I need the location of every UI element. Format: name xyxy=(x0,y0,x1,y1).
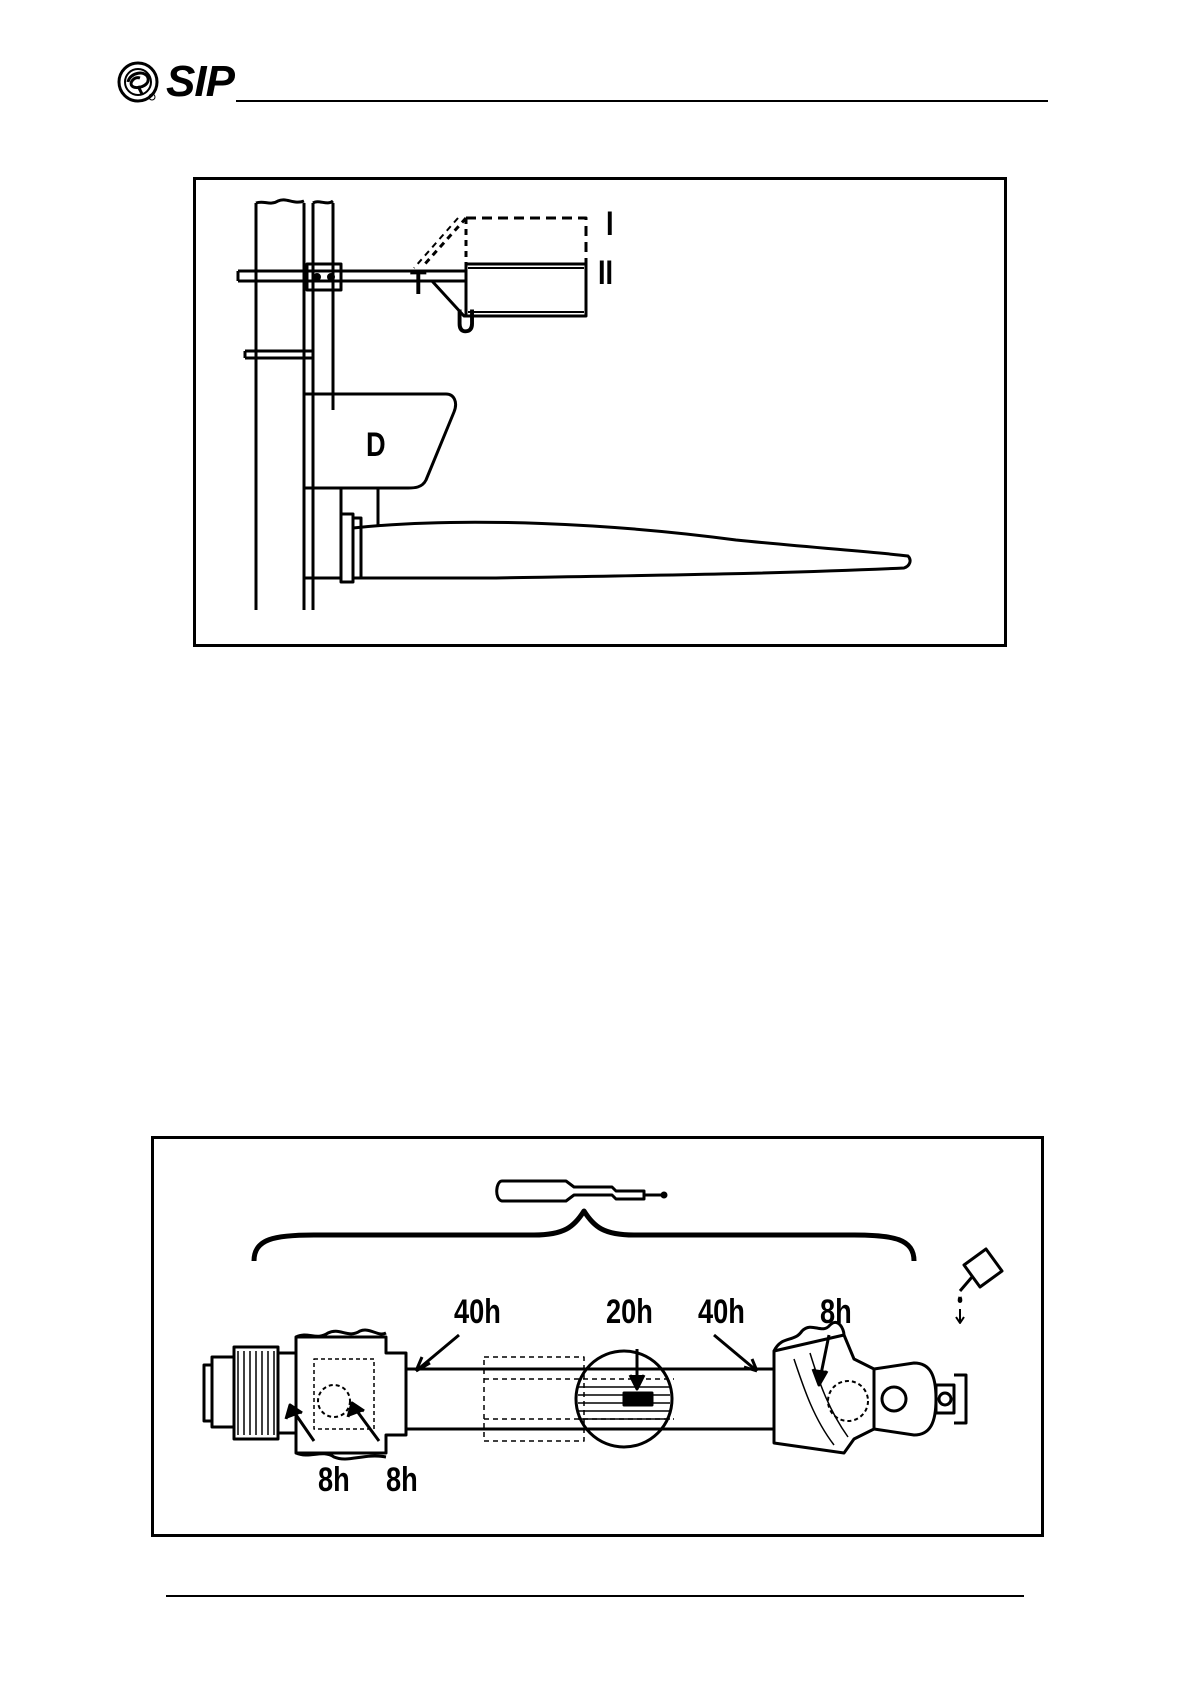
interval-right-joint: 8h xyxy=(820,1295,852,1329)
label-t: T xyxy=(410,266,427,300)
label-position-i: I xyxy=(606,207,614,241)
interval-center: 20h xyxy=(606,1295,653,1329)
label-d: D xyxy=(366,428,386,462)
header-logo: SIP xyxy=(116,56,234,108)
label-u: U xyxy=(456,305,476,339)
interval-left-bottom-1: 8h xyxy=(318,1463,350,1497)
interval-left-top: 40h xyxy=(454,1295,501,1329)
oil-can-icon xyxy=(956,1249,1002,1323)
grease-gun-icon xyxy=(497,1181,666,1201)
figure-fork-adjustment: I II T U D xyxy=(193,177,1007,647)
lubrication-drawing xyxy=(154,1139,1041,1534)
brand-name: SIP xyxy=(166,60,234,104)
footer-rule xyxy=(166,1595,1024,1597)
interval-left-bottom-2: 8h xyxy=(386,1463,418,1497)
sip-emblem-icon xyxy=(116,60,160,104)
fork-adjustment-drawing xyxy=(196,180,1004,644)
interval-right-top: 40h xyxy=(698,1295,745,1329)
label-position-ii: II xyxy=(598,256,613,290)
figure-lubrication-intervals: 40h 20h 40h 8h 8h 8h xyxy=(151,1136,1044,1537)
header-rule xyxy=(236,100,1048,102)
